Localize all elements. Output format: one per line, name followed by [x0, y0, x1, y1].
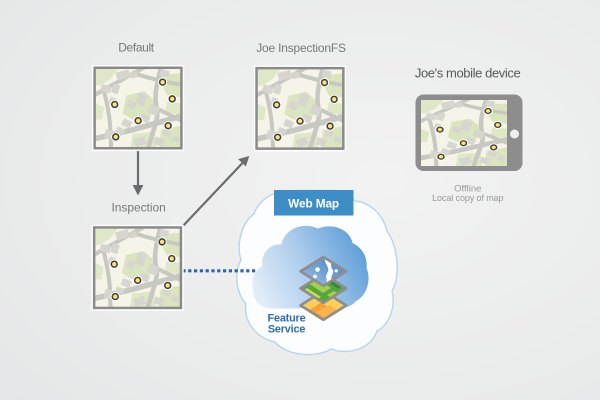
svg-text:Feature: Feature [268, 313, 306, 325]
svg-text:Offline: Offline [454, 184, 481, 195]
svg-text:Default: Default [118, 41, 155, 55]
svg-text:Inspection: Inspection [111, 200, 165, 214]
svg-text:Service: Service [268, 324, 306, 336]
svg-text:Joe's mobile device: Joe's mobile device [415, 66, 521, 81]
svg-text:Local copy of map: Local copy of map [432, 193, 503, 203]
svg-text:Joe InspectionFS: Joe InspectionFS [256, 41, 346, 55]
svg-text:Web Map: Web Map [288, 197, 339, 211]
